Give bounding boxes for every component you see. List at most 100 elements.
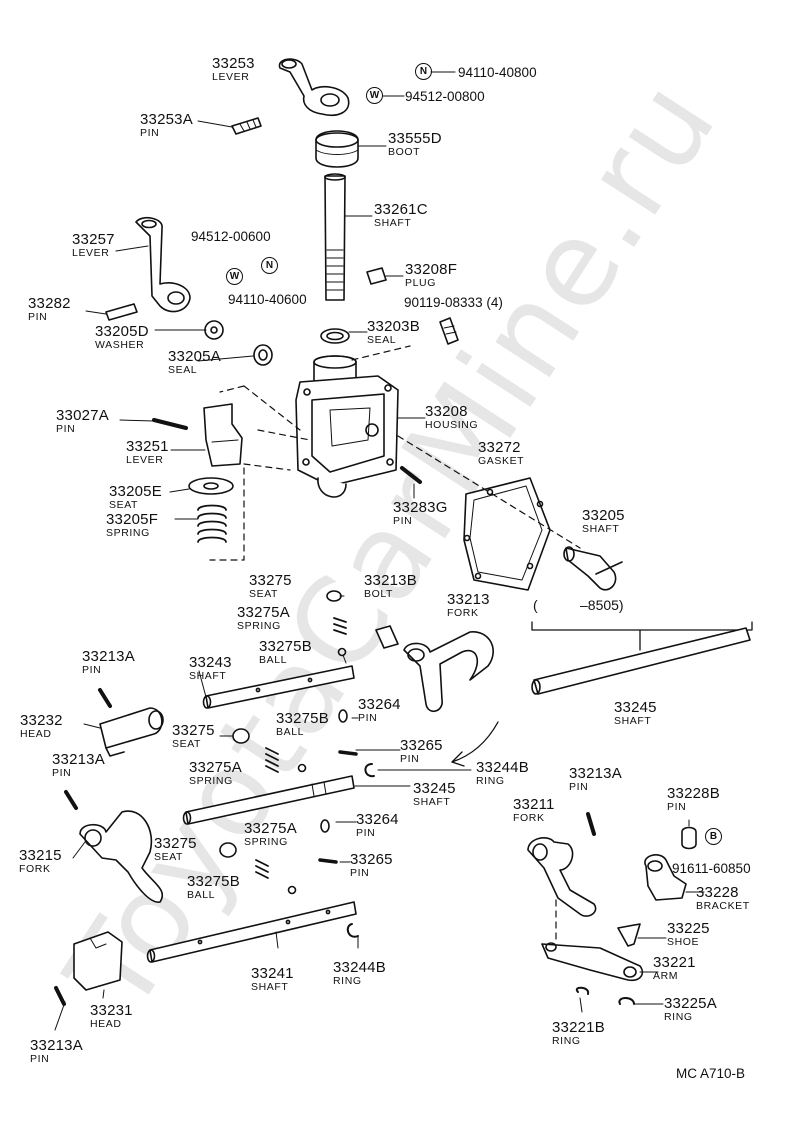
part-name: RING	[552, 1035, 581, 1047]
part-name: PIN	[140, 127, 160, 139]
part-number: 33232	[20, 712, 63, 729]
part-name: HOUSING	[425, 419, 479, 431]
part-number: 33261C	[374, 201, 428, 218]
part-number: 33208F	[405, 261, 458, 278]
part-name: SPRING	[189, 775, 233, 787]
part-number: 33275B	[276, 710, 329, 727]
part-name: SHAFT	[374, 217, 412, 229]
part-name: PIN	[667, 801, 687, 813]
part-name: GASKET	[478, 455, 525, 467]
part-name: RING	[333, 975, 362, 987]
pin-33283g-drawing	[400, 466, 422, 484]
part-name: SHOE	[667, 936, 700, 948]
part-code-94512-00600: 94512-00600	[191, 229, 271, 244]
part-number: 33221	[653, 954, 696, 971]
spring-33275a-lower-drawing	[255, 859, 269, 879]
fork-33215-drawing	[79, 810, 164, 903]
part-name: ARM	[653, 970, 679, 982]
pin-33228b-drawing	[681, 826, 697, 850]
part-code-94110-40800: 94110-40800	[458, 65, 537, 80]
lever-33251-drawing	[203, 403, 243, 467]
part-number: 33244B	[333, 959, 386, 976]
part-name: SPRING	[244, 836, 288, 848]
part-code-91611-60850: 91611-60850	[672, 861, 751, 876]
washer-symbol-icon: W	[226, 268, 243, 285]
spring-33275a-mid-drawing	[265, 747, 279, 773]
fork-33213-drawing	[403, 631, 494, 712]
pin-33264-upper-drawing	[338, 709, 348, 723]
washer-33205d-drawing	[204, 320, 224, 340]
part-name: SHAFT	[251, 981, 289, 993]
ball-33275b-mid-drawing	[297, 763, 307, 773]
boot-33555d-drawing	[315, 130, 359, 168]
part-name: SHAFT	[614, 715, 652, 727]
part-name: BOLT	[364, 588, 394, 600]
curved-arrow	[451, 721, 499, 763]
range-bracket	[531, 621, 753, 651]
part-name: SEAL	[168, 364, 198, 376]
nut-symbol-icon: N	[261, 257, 278, 274]
part-name: PIN	[56, 423, 76, 435]
pin-33213a-4-drawing	[586, 812, 596, 836]
part-number: 33265	[350, 851, 393, 868]
part-name: LEVER	[126, 454, 164, 466]
ring-33225a-drawing	[618, 997, 635, 1005]
part-number: 33244B	[476, 759, 529, 776]
part-name: SEAT	[249, 588, 279, 600]
plug-33208f-drawing	[366, 267, 387, 285]
part-number: 33208	[425, 403, 468, 420]
part-number: 33205	[582, 507, 625, 524]
head-33231-drawing	[73, 931, 123, 991]
part-name: RING	[664, 1011, 693, 1023]
shaft-33205-drawing	[563, 546, 623, 591]
seat-33275-upper-drawing	[326, 590, 342, 602]
part-name: BALL	[187, 889, 216, 901]
part-name: SHAFT	[582, 523, 620, 535]
part-name: PIN	[358, 712, 378, 724]
bracket-33228-drawing	[644, 854, 687, 901]
shaft-33261c-drawing	[324, 173, 346, 301]
part-code-94512-00800: 94512-00800	[405, 89, 485, 104]
part-number: 33253	[212, 55, 255, 72]
part-number: 33228	[696, 884, 739, 901]
part-number: 33251	[126, 438, 169, 455]
part-number: 33231	[90, 1002, 133, 1019]
part-number: 33205E	[109, 483, 162, 500]
part-name: BALL	[259, 654, 288, 666]
fork-33211-drawing	[527, 837, 597, 917]
part-number: 33253A	[140, 111, 193, 128]
part-name: WASHER	[95, 339, 145, 351]
pin-33282-drawing	[105, 303, 138, 321]
pin-33264-lower-drawing	[320, 819, 330, 833]
part-number: 33245	[413, 780, 456, 797]
part-name: RING	[476, 775, 505, 787]
part-name: PIN	[356, 827, 376, 839]
spring-33205f-drawing	[197, 504, 227, 543]
part-number: 33211	[513, 796, 555, 813]
part-number: 33275A	[244, 820, 297, 837]
seat-33205e-drawing	[188, 477, 234, 495]
shoe-33225-drawing	[617, 923, 641, 947]
